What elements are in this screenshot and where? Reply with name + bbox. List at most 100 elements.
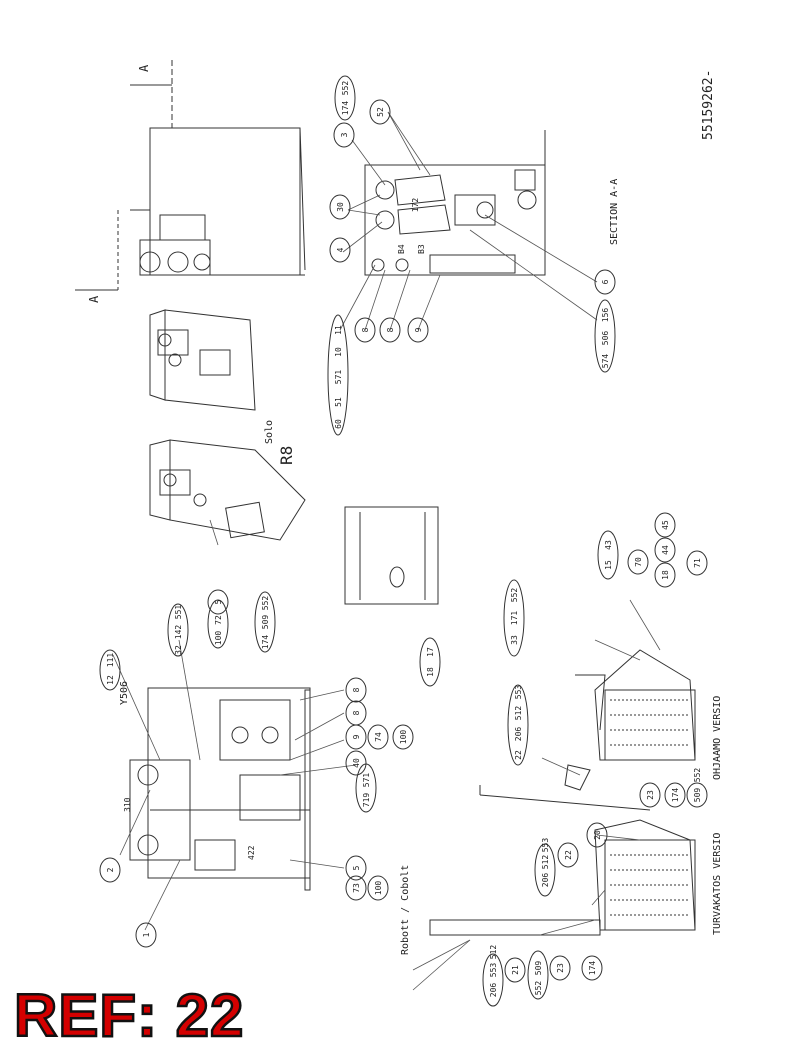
ref-label: REF: 22 [13,982,245,1049]
balloon-509b: 509 [693,788,702,803]
section-a-a-view [364,130,546,276]
balloon-23b: 23 [556,963,565,973]
r8-label: R8 [277,446,296,465]
iso-view-2 [149,439,306,541]
balloon-174c: 174 [671,788,680,803]
label-422: 422 [247,845,256,860]
balloon-2: 2 [106,867,115,872]
ohjaamo-version-view [564,649,696,791]
balloon-18b: 18 [661,570,670,580]
balloon-52: 52 [376,107,385,117]
balloon-43: 43 [604,540,613,550]
balloon-512b: 512 [541,855,550,870]
front-view-assembly [129,687,311,891]
balloon-18: 18 [426,667,435,677]
balloon-17: 17 [426,647,435,657]
balloon-5: 5 [352,865,361,870]
balloon-172: 172 [411,198,420,213]
balloon-6: 6 [601,279,610,284]
balloon-552d: 552 [693,768,702,783]
balloon-9: 9 [414,327,423,332]
balloon-71: 71 [693,558,702,568]
turvakatos-version-view [429,785,696,936]
ohjaamo-label: OHJAAMO VERSIO [712,696,723,780]
balloon-44: 44 [661,545,670,555]
section-marker-bottom: A [87,295,101,303]
balloon-156: 156 [601,308,610,323]
balloon-3: 3 [340,132,349,137]
balloon-719: 719 [362,793,371,808]
balloon-8: 8 [361,327,370,332]
balloon-51: 51 [334,397,343,407]
callout-balloons [99,75,708,1007]
robot-label: Robott / Cobolt [400,865,411,955]
balloon-60: 60 [334,419,343,429]
balloon-8c: 8 [352,687,361,692]
drawing-number: 55159262- [701,70,716,140]
balloon-73: 73 [352,883,361,893]
balloon-206b: 206 [541,873,550,888]
balloon-1: 1 [142,932,151,937]
balloon-552c: 552 [510,588,519,603]
balloon-553: 553 [514,685,523,700]
y506-label: Y506 [119,681,130,705]
balloon-22b: 22 [564,850,573,860]
balloon-206: 206 [514,727,523,742]
balloon-8b: 8 [386,327,395,332]
balloon-15: 15 [604,560,613,570]
balloon-553c: 553 [489,963,498,978]
balloon-553b: 553 [541,838,550,853]
balloon-30: 30 [336,202,345,212]
balloon-174d: 174 [588,961,597,976]
balloon-552e: 552 [534,981,543,996]
balloon-45: 45 [661,520,670,530]
balloon-72: 72 [214,615,223,625]
balloon-206c: 206 [489,983,498,998]
balloon-33: 33 [510,635,519,645]
balloon-142: 142 [174,625,183,640]
top-view-assembly [344,506,439,605]
balloon-10: 10 [334,347,343,357]
balloon-74: 74 [374,732,383,742]
balloon-509c: 509 [534,961,543,976]
balloon-22: 22 [514,750,523,760]
balloon-4: 4 [336,247,345,252]
balloon-100b: 100 [399,730,408,745]
section-title: SECTION A-A [609,179,620,245]
leader-lines [112,111,661,991]
iso-view-1 [149,309,256,411]
balloon-171: 171 [510,611,519,626]
balloon-174: 174 [341,101,350,116]
balloon-32: 32 [174,645,183,655]
balloon-174b: 174 [261,635,270,650]
balloon-20: 20 [593,830,602,840]
label-310: 310 [123,797,132,812]
balloon-551: 551 [174,605,183,620]
balloon-12: 12 [106,675,115,685]
balloon-8d: 8 [352,710,361,715]
balloon-100c: 100 [214,631,223,646]
balloon-21: 21 [511,965,520,975]
balloon-512: 512 [514,706,523,721]
balloon-552: 552 [341,81,350,96]
balloon-70: 70 [634,557,643,567]
balloon-552b: 552 [261,596,270,611]
label-b3: B3 [417,244,426,254]
balloon-512c: 512 [489,945,498,960]
balloon-100: 100 [374,881,383,896]
balloon-506: 506 [601,331,610,346]
balloon-5b: 5 [214,599,223,604]
balloon-571: 571 [334,370,343,385]
balloon-40: 40 [352,758,361,768]
section-marker-top: A [137,64,151,72]
balloon-574: 574 [601,354,610,369]
balloon-571b: 571 [362,773,371,788]
balloon-23: 23 [646,790,655,800]
label-b4: B4 [397,244,406,254]
solo-label: Solo [264,420,275,444]
balloon-9b: 9 [352,734,361,739]
balloon-111: 111 [106,653,115,668]
balloon-11: 11 [334,325,343,335]
side-view-assembly [117,60,306,290]
